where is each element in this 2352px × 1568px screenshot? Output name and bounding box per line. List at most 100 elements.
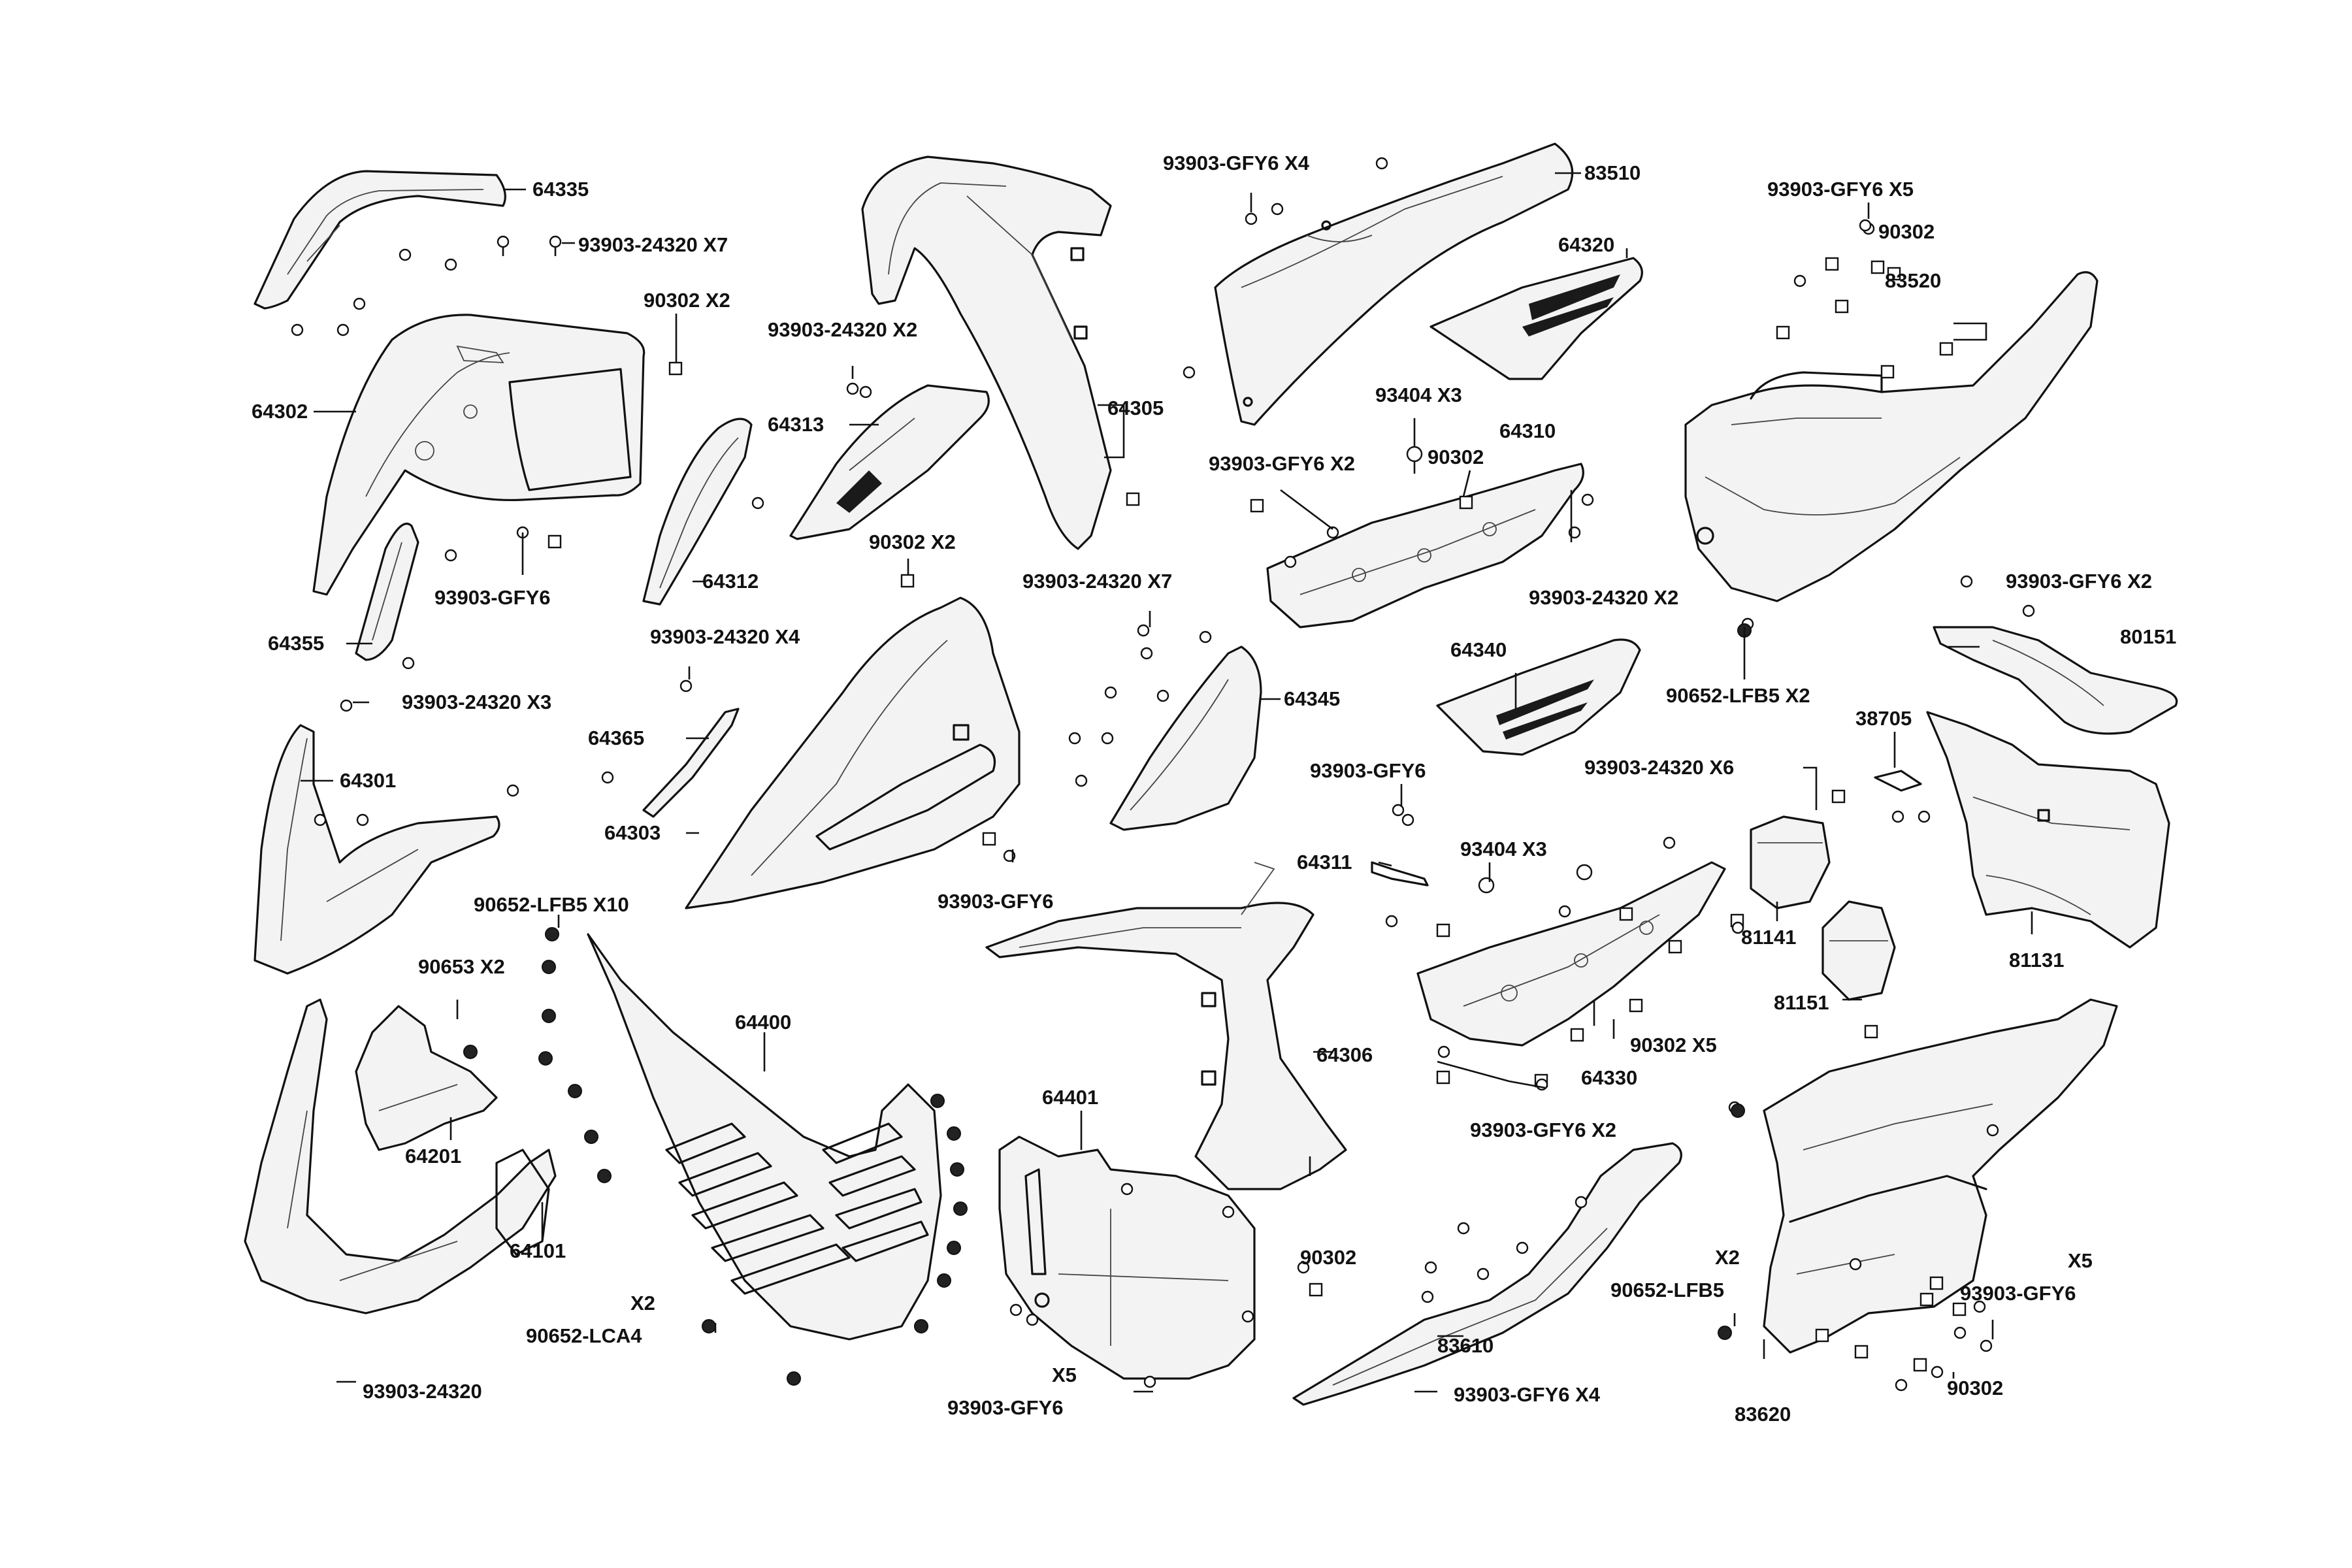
part-38705 — [1874, 770, 1922, 792]
grille-slats — [665, 1122, 929, 1295]
clip-nut-icon — [1459, 495, 1473, 510]
label-x2: X2 — [1715, 1246, 1740, 1269]
screw-icon — [1421, 1290, 1434, 1303]
bolt-icon — [1576, 864, 1593, 881]
part-81131 — [1926, 711, 2170, 949]
clip-nut-icon — [1880, 365, 1895, 379]
push-clip-icon — [545, 927, 559, 941]
label-80151: 80151 — [2120, 625, 2176, 648]
push-clip-icon — [597, 1169, 612, 1183]
screw-icon — [549, 235, 562, 256]
clip-nut-icon — [1776, 325, 1790, 340]
screw-icon — [1140, 647, 1153, 660]
clip-nut-icon — [1929, 1276, 1944, 1290]
part-64303 — [685, 596, 1021, 909]
label-90302: 90302 — [1878, 220, 1935, 243]
label-64306: 64306 — [1316, 1043, 1373, 1066]
label-90302b: 90302 — [1428, 446, 1484, 468]
screw-icon — [1297, 1261, 1310, 1274]
label-93903-24320: 93903-24320 — [363, 1380, 482, 1403]
label-90652-lfb5: 90652-LFB5 — [1610, 1279, 1724, 1301]
label-83610: 83610 — [1437, 1334, 1494, 1357]
label-81131: 81131 — [2009, 949, 2065, 972]
screw-icon — [353, 297, 366, 310]
label-83620: 83620 — [1735, 1403, 1791, 1426]
label-81151: 81151 — [1774, 991, 1829, 1014]
label-90652-lca4: 90652-LCA4 — [526, 1324, 642, 1347]
clip-nut-icon — [1887, 267, 1901, 281]
screw-icon — [1284, 555, 1297, 568]
label-64330: 64330 — [1581, 1066, 1637, 1089]
screw-icon — [1104, 686, 1117, 699]
label-83520: 83520 — [1885, 269, 1941, 292]
label-64305: 64305 — [1107, 397, 1164, 419]
label-64101: 64101 — [510, 1239, 566, 1262]
clip-nut-icon — [982, 832, 996, 846]
part-80151 — [1933, 626, 2178, 735]
screw-icon — [1477, 1267, 1490, 1281]
screw-icon — [1437, 1045, 1450, 1058]
label-x2b: X2 — [630, 1292, 655, 1315]
clip-nut-icon — [1919, 1292, 1934, 1307]
part-83510 — [1214, 142, 1574, 426]
parts-layer — [244, 142, 2178, 1406]
screw-icon — [1120, 1183, 1134, 1196]
fasteners-layer — [291, 157, 2035, 1392]
screw-icon — [1793, 274, 1806, 287]
label-64312: 64312 — [702, 570, 759, 593]
clip-nut-icon — [1436, 923, 1450, 938]
label-90302-x5: 90302 X5 — [1630, 1034, 1717, 1056]
clip-nut-icon — [1570, 1028, 1584, 1042]
clip-nut-icon — [1619, 907, 1633, 921]
push-clip-icon — [950, 1162, 964, 1177]
screw-icon — [1581, 493, 1594, 506]
label-x5b: X5 — [1052, 1364, 1077, 1386]
clip-nut-icon — [1629, 998, 1643, 1013]
push-clip-icon — [914, 1319, 928, 1333]
label-38705: 38705 — [1855, 707, 1912, 730]
push-clip-icon — [787, 1371, 801, 1386]
push-clip-icon — [947, 1126, 961, 1141]
screw-icon — [601, 771, 614, 784]
label-64313: 64313 — [768, 413, 824, 436]
label-93903-gfy6-x5: 93903-GFY6 X5 — [1767, 178, 1914, 201]
screw-icon — [1918, 810, 1931, 823]
screw-icon — [399, 248, 412, 261]
screw-icon — [402, 657, 415, 670]
screw-icon — [1009, 1303, 1022, 1316]
screw-icon — [1245, 212, 1258, 225]
screw-icon — [1101, 732, 1114, 745]
screw-icon — [1271, 203, 1284, 216]
screw-icon — [1457, 1222, 1470, 1235]
label-64340: 64340 — [1450, 638, 1507, 661]
label-93903-gfy6-x2c: 93903-GFY6 X2 — [1470, 1119, 1616, 1141]
part-81141 — [1750, 815, 1831, 909]
screw-icon — [1953, 1326, 1967, 1339]
leader-lines — [301, 172, 2033, 1393]
screw-icon — [497, 235, 510, 256]
part-64302 — [312, 314, 645, 596]
clip-nut-icon — [1668, 939, 1682, 954]
clip-nut-icon — [668, 361, 683, 376]
push-clip-icon — [584, 1130, 598, 1144]
label-93903-gfy6: 93903-GFY6 — [434, 586, 551, 609]
screw-icon — [679, 679, 693, 693]
screw-icon — [1026, 1313, 1039, 1326]
screw-icon — [1891, 810, 1904, 823]
part-64365 — [642, 708, 740, 818]
label-93903-gfy6-x2b: 93903-GFY6 X2 — [2006, 570, 2152, 593]
label-93903-gfy6e: 93903-GFY6 — [947, 1396, 1064, 1419]
label-93903-gfy6-x4: 93903-GFY6 X4 — [1163, 152, 1310, 174]
clip-nut-icon — [1913, 1358, 1927, 1372]
screw-icon — [1222, 1205, 1235, 1218]
part-64345 — [1109, 645, 1262, 831]
screw-icon — [1068, 732, 1081, 745]
screw-icon — [1156, 689, 1169, 702]
screw-icon — [1143, 1375, 1156, 1388]
label-64302: 64302 — [252, 400, 308, 423]
part-64312 — [642, 417, 753, 606]
screw-icon — [1424, 1261, 1437, 1274]
screw-icon — [314, 813, 327, 826]
label-93903-24320-x7b: 93903-24320 X7 — [1022, 570, 1172, 593]
screw-icon — [336, 323, 350, 336]
